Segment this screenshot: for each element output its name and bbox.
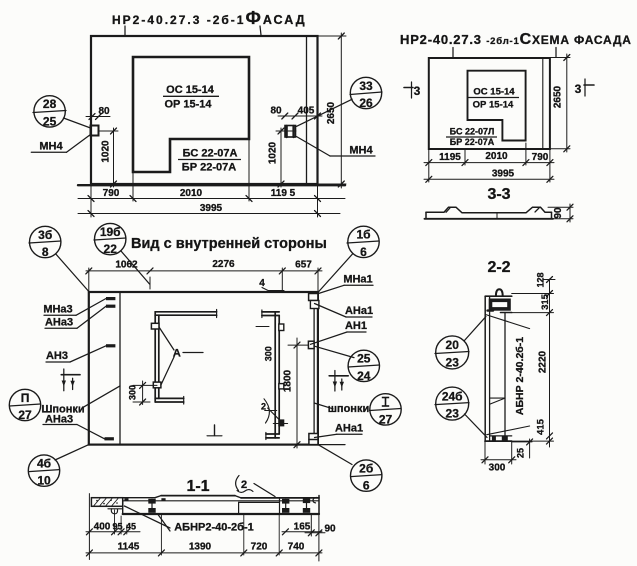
svg-text:А: А <box>173 348 181 360</box>
svg-text:27: 27 <box>18 408 32 422</box>
svg-text:405: 405 <box>298 106 315 117</box>
svg-text:300: 300 <box>263 346 273 361</box>
svg-text:4б: 4б <box>37 456 51 470</box>
svg-text:24: 24 <box>357 369 371 383</box>
svg-text:26: 26 <box>359 96 373 110</box>
svg-text:АНа3: АНа3 <box>45 414 73 426</box>
svg-text:20: 20 <box>446 338 460 352</box>
svg-text:АНа1: АНа1 <box>345 305 373 317</box>
svg-text:300: 300 <box>127 385 137 400</box>
svg-text:2: 2 <box>261 402 266 412</box>
svg-text:1195: 1195 <box>439 152 461 163</box>
svg-text:ОР 15-14: ОР 15-14 <box>164 99 212 111</box>
svg-text:23: 23 <box>446 355 460 369</box>
svg-text:25: 25 <box>43 115 57 129</box>
svg-text:2: 2 <box>241 479 247 491</box>
svg-text:165: 165 <box>294 522 311 533</box>
svg-text:ОС 15-14: ОС 15-14 <box>166 84 215 96</box>
svg-text:БС 22-07Л: БС 22-07Л <box>450 127 495 137</box>
svg-text:22: 22 <box>104 242 118 256</box>
svg-text:28: 28 <box>43 97 57 111</box>
svg-text:Вид с внутренней стороны: Вид с внутренней стороны <box>131 236 327 252</box>
svg-text:80: 80 <box>270 106 282 117</box>
svg-text:3-3: 3-3 <box>487 186 510 203</box>
svg-text:2010: 2010 <box>485 151 508 162</box>
svg-text:3: 3 <box>414 84 421 98</box>
svg-text:1020: 1020 <box>101 140 112 163</box>
svg-text:АН3: АН3 <box>46 350 68 362</box>
svg-text:Шпонки: Шпонки <box>41 404 84 416</box>
svg-text:МН4: МН4 <box>349 145 373 157</box>
svg-text:4: 4 <box>259 278 265 289</box>
svg-text:400: 400 <box>94 522 111 533</box>
svg-text:2650: 2650 <box>553 85 564 108</box>
svg-text:119 5: 119 5 <box>271 188 296 199</box>
svg-text:19б: 19б <box>100 225 121 239</box>
svg-text:2220: 2220 <box>538 350 549 373</box>
svg-text:БР 22-07А: БР 22-07А <box>450 137 495 147</box>
svg-text:1800: 1800 <box>283 369 294 392</box>
svg-text:БР 22-07А: БР 22-07А <box>182 162 236 174</box>
svg-text:315: 315 <box>540 293 551 310</box>
svg-text:25: 25 <box>357 352 371 366</box>
svg-text:ОС 15-14: ОС 15-14 <box>473 87 515 98</box>
svg-text:НР2-40.27.3 -2бл-1СХЕМА ФАСАДА: НР2-40.27.3 -2бл-1СХЕМА ФАСАДА <box>400 31 632 48</box>
svg-text:95: 95 <box>112 522 122 532</box>
svg-text:АБНР2-40-2б-1: АБНР2-40-2б-1 <box>174 522 254 534</box>
svg-text:2650: 2650 <box>326 101 337 124</box>
svg-text:шпонки: шпонки <box>328 403 369 415</box>
svg-text:МН4: МН4 <box>39 141 63 153</box>
svg-text:80: 80 <box>98 106 110 117</box>
svg-text:3995: 3995 <box>200 203 223 214</box>
svg-text:300: 300 <box>489 463 506 474</box>
svg-text:90: 90 <box>324 524 336 535</box>
svg-text:АНа1: АНа1 <box>335 422 363 434</box>
svg-text:657: 657 <box>295 260 312 271</box>
svg-text:415: 415 <box>536 418 547 435</box>
svg-text:790: 790 <box>532 152 549 163</box>
svg-text:8: 8 <box>42 245 49 259</box>
svg-text:МНа1: МНа1 <box>343 273 372 285</box>
svg-text:НР2-40.27.3 -2б-1ФАСАД: НР2-40.27.3 -2б-1ФАСАД <box>112 8 307 28</box>
svg-text:3995: 3995 <box>492 169 515 180</box>
svg-text:128: 128 <box>536 272 546 287</box>
svg-text:33: 33 <box>359 79 373 93</box>
svg-text:АН1: АН1 <box>345 320 367 332</box>
svg-text:1020: 1020 <box>268 141 279 164</box>
svg-text:2б: 2б <box>359 461 373 475</box>
svg-text:1145: 1145 <box>118 542 140 553</box>
svg-text:3б: 3б <box>38 228 52 242</box>
svg-text:1062: 1062 <box>115 260 138 271</box>
svg-text:П: П <box>21 391 30 405</box>
svg-text:2276: 2276 <box>212 259 235 270</box>
svg-text:ОР 15-14: ОР 15-14 <box>473 100 514 111</box>
svg-text:23: 23 <box>446 407 460 421</box>
svg-text:10: 10 <box>37 474 51 488</box>
svg-text:740: 740 <box>288 542 305 553</box>
svg-text:МНа3: МНа3 <box>43 303 72 315</box>
svg-text:БС 22-07А: БС 22-07А <box>183 148 238 160</box>
svg-text:45: 45 <box>126 522 136 532</box>
svg-text:6: 6 <box>360 245 367 259</box>
svg-text:1б: 1б <box>356 228 370 242</box>
svg-text:24б: 24б <box>442 389 463 403</box>
svg-text:90: 90 <box>553 207 564 219</box>
svg-text:25: 25 <box>516 448 526 458</box>
svg-text:6: 6 <box>363 479 370 493</box>
svg-text:720: 720 <box>251 542 268 553</box>
svg-text:2-2: 2-2 <box>487 259 510 276</box>
svg-text:27: 27 <box>379 412 393 426</box>
svg-text:1-1: 1-1 <box>186 478 209 495</box>
svg-text:3: 3 <box>575 82 582 96</box>
svg-text:1390: 1390 <box>189 542 212 553</box>
svg-text:АНа3: АНа3 <box>45 316 73 328</box>
svg-text:790: 790 <box>103 188 120 199</box>
svg-text:2010: 2010 <box>180 188 203 199</box>
svg-text:АБНР 2-40.2б-1: АБНР 2-40.2б-1 <box>514 337 526 415</box>
